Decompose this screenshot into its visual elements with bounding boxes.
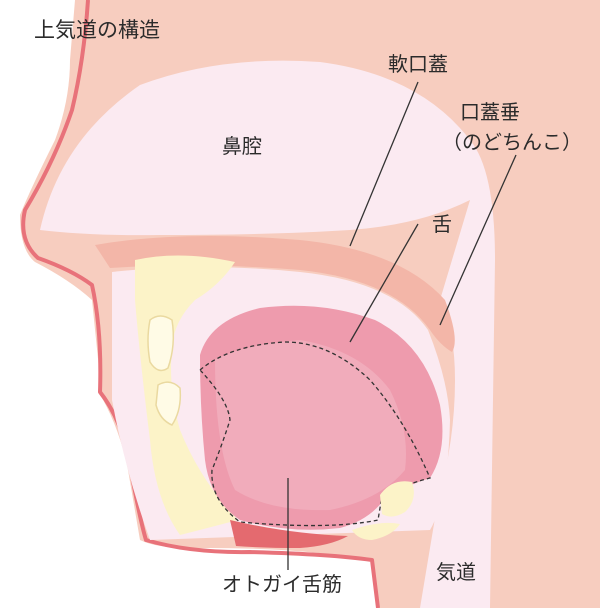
label-genioglossus: オトガイ舌筋: [222, 572, 342, 596]
tongue-leader: [349, 223, 419, 343]
diagram-title: 上気道の構造: [34, 18, 160, 42]
pharynx-channel: [420, 140, 495, 608]
upper-tooth: [147, 315, 175, 372]
label-airway: 気道: [436, 560, 476, 584]
hyoid-region: [380, 481, 414, 517]
label-tongue: 舌: [432, 212, 452, 236]
nasal-cavity: [40, 60, 470, 236]
chin-bone-tip: [352, 522, 400, 540]
label-uvula-reading: （のどちんこ）: [442, 130, 582, 154]
soft-palate-leader: [349, 81, 419, 247]
genioglossus-muscle: [230, 520, 348, 548]
label-nasal-cavity: 鼻腔: [222, 134, 262, 158]
lower-tooth: [155, 381, 182, 426]
face-outline: [21, 0, 380, 608]
label-soft-palate: 軟口蓋: [388, 52, 448, 76]
uvula-leader: [439, 154, 517, 326]
leader-lines: [287, 81, 517, 570]
label-uvula: 口蓋垂: [460, 100, 520, 124]
tongue-inner: [215, 340, 406, 511]
